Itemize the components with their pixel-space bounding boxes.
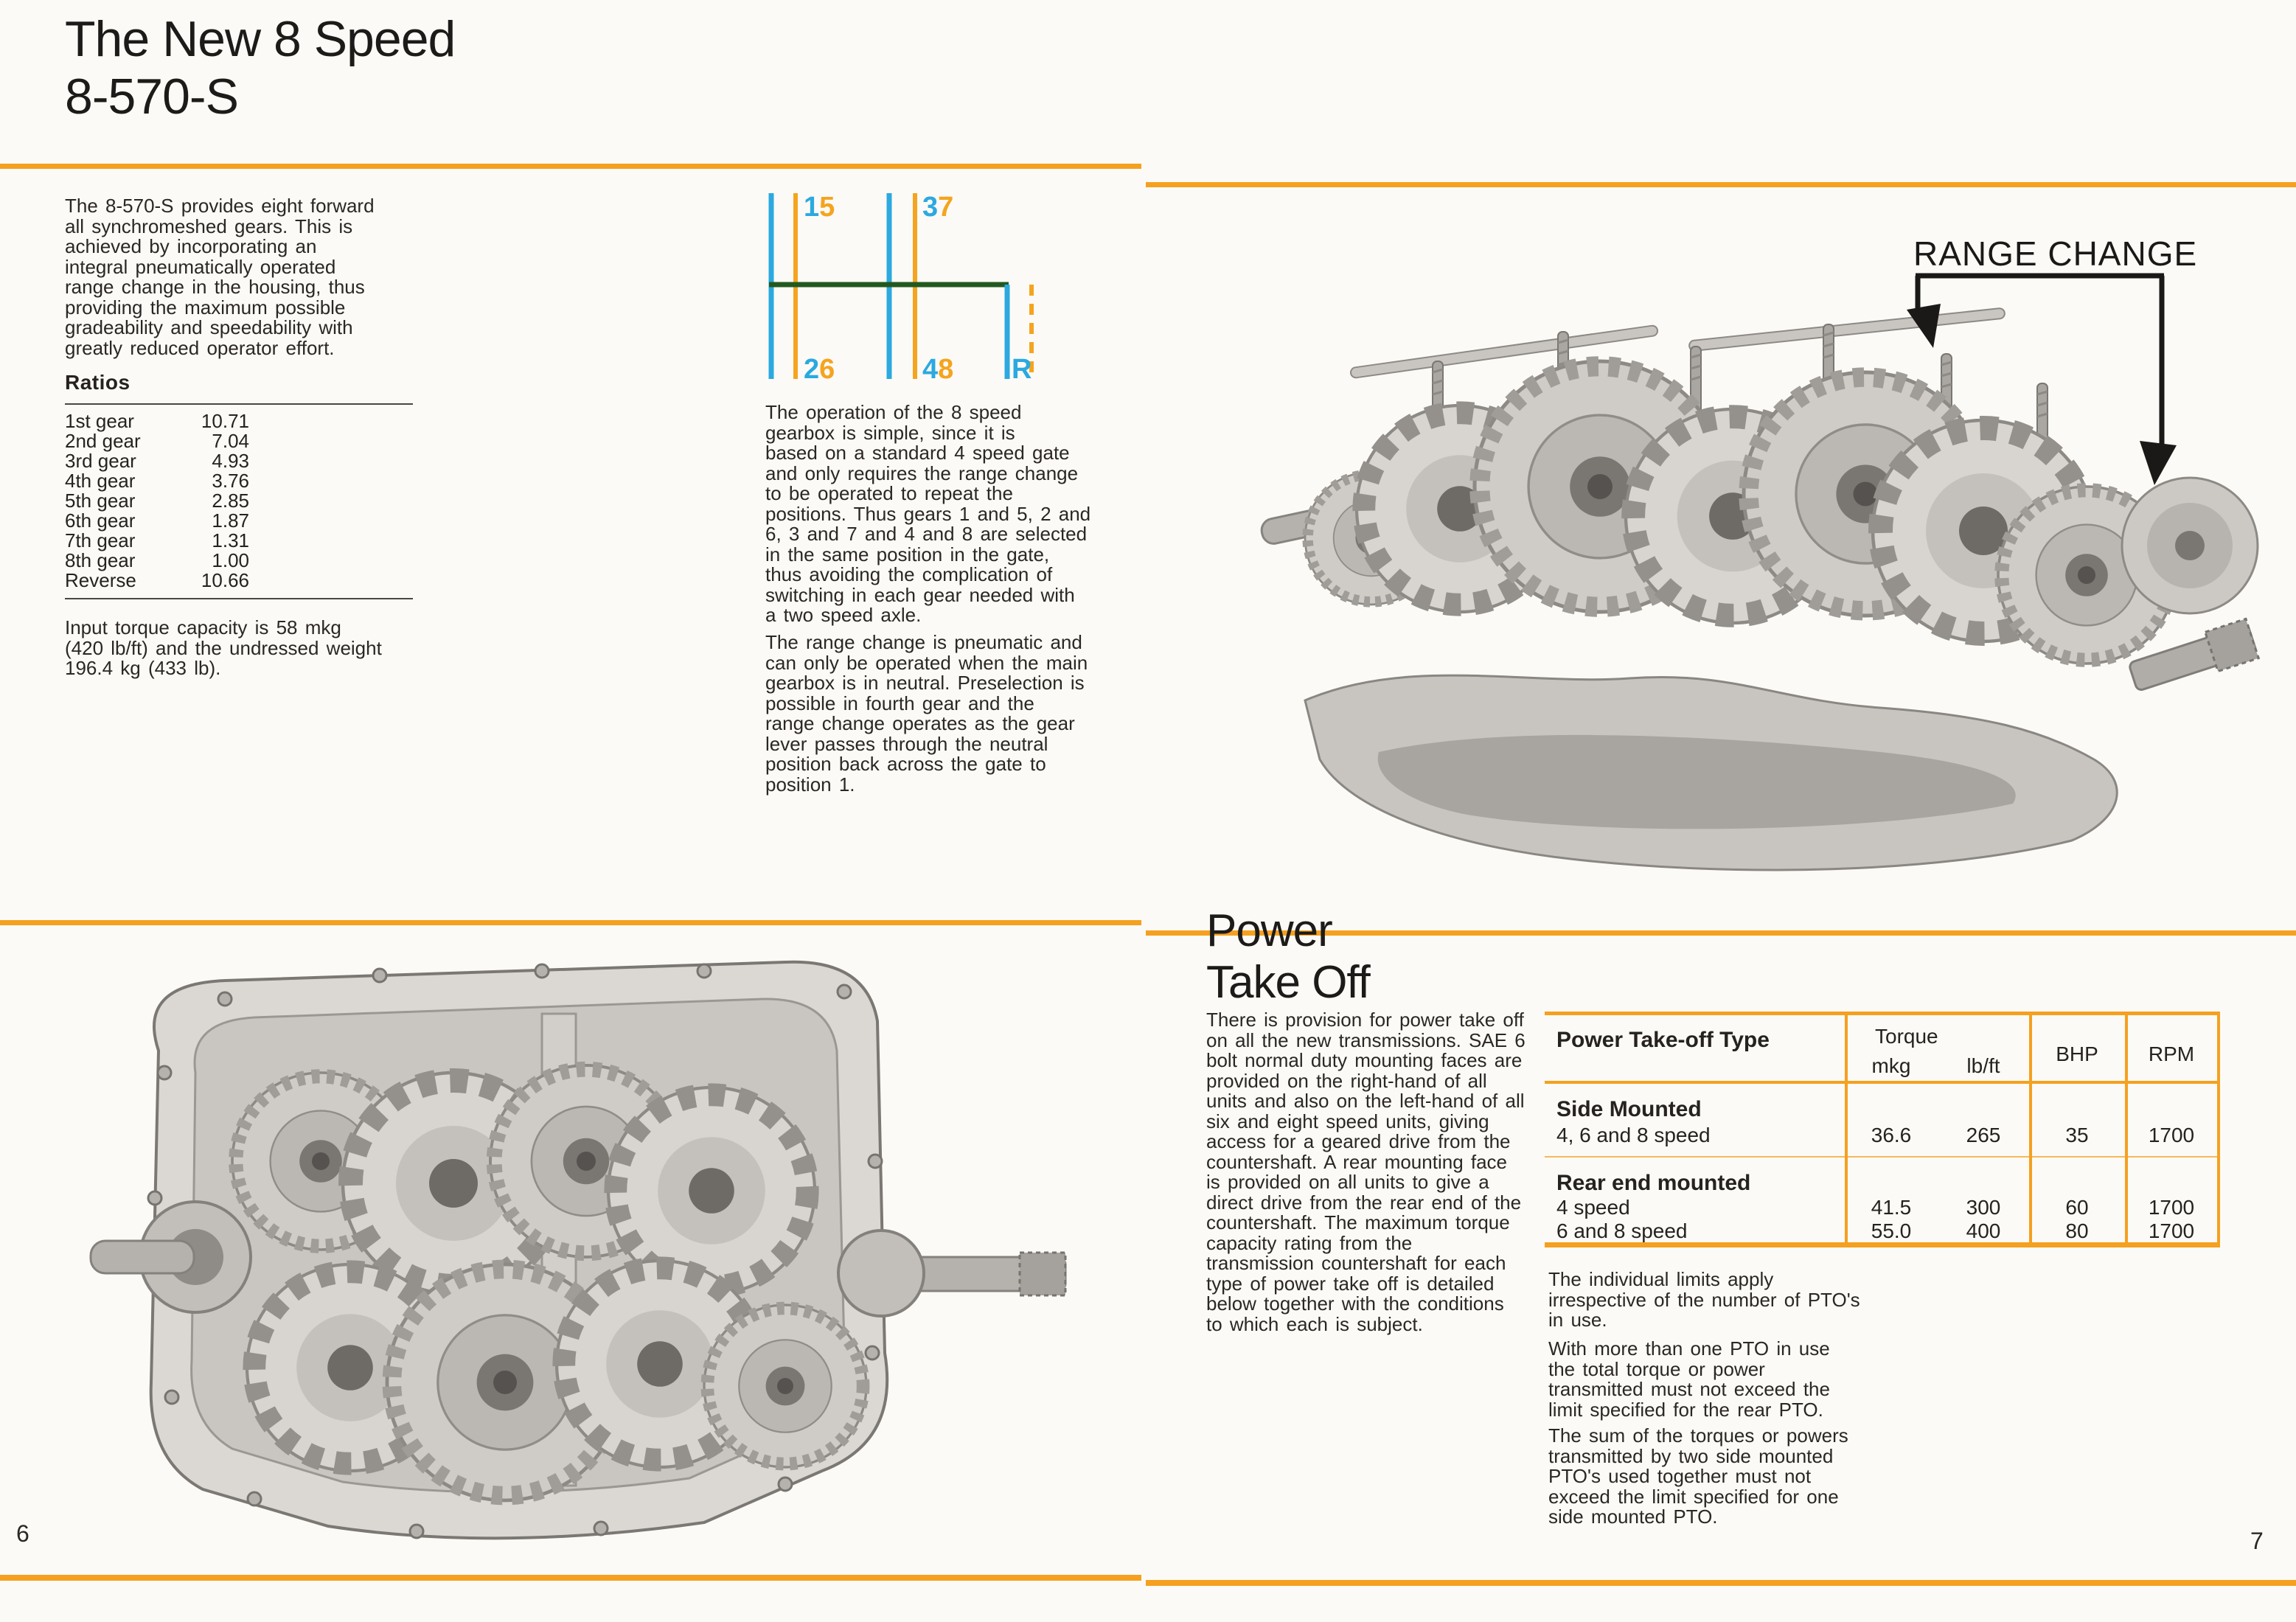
table-row2-lbft: 300 — [1966, 1196, 2001, 1219]
page-title: The New 8 Speed 8-570-S — [65, 11, 456, 125]
table-row2-label: 4 speed — [1556, 1196, 1630, 1219]
pto-note-1: The individual limits apply irrespective… — [1548, 1268, 1860, 1331]
gate-label-37: 37 — [922, 192, 953, 223]
table-row2-mkg: 41.5 — [1871, 1196, 1912, 1219]
table-row3-bhp: 80 — [2065, 1219, 2089, 1242]
range-change-paragraph: The range change is pneumatic and can on… — [765, 631, 1088, 796]
page-number-left: 6 — [16, 1520, 29, 1547]
table-vline-3 — [2125, 1012, 2128, 1247]
torque-note: Input torque capacity is 58 mkg (420 lb/… — [65, 616, 382, 679]
pto-heading: Power Take Off — [1206, 905, 1371, 1008]
operation-paragraph: The operation of the 8 speed gearbox is … — [765, 401, 1091, 626]
pto-table: Power Take-off Type Torque mkg lb/ft BHP… — [1545, 1012, 2220, 1247]
table-group1-name: Side Mounted — [1556, 1097, 1702, 1121]
table-row1-lbft: 265 — [1966, 1124, 2001, 1146]
orange-rule-bottom-left — [0, 1575, 1141, 1581]
table-vline-2 — [2029, 1012, 2032, 1247]
table-row3-mkg: 55.0 — [1871, 1219, 1912, 1242]
range-change-arrow-icon — [1907, 273, 2177, 485]
gearbox-photo: RANGE CHANGE — [1260, 234, 2261, 871]
table-torque-header: Torque — [1875, 1025, 1938, 1048]
gear-gate-diagram: 15 37 26 48 R — [768, 192, 1034, 385]
range-change-label: RANGE CHANGE — [1913, 234, 2197, 273]
table-row1-label: 4, 6 and 8 speed — [1556, 1124, 1711, 1146]
pto-intro-paragraph: There is provision for power take off on… — [1206, 1009, 1526, 1335]
orange-rule-mid-left — [0, 920, 1141, 925]
pto-note-3: The sum of the torques or powers transmi… — [1548, 1424, 1848, 1528]
table-mkg-header: mkg — [1871, 1054, 1911, 1077]
ratios-rule-top — [65, 403, 413, 405]
gearbox-section-photo — [89, 960, 1067, 1540]
ratios-rule-bottom — [65, 598, 413, 599]
gate-label-15: 15 — [804, 192, 835, 223]
table-col1-header: Power Take-off Type — [1556, 1028, 1770, 1052]
table-row3-lbft: 400 — [1966, 1219, 2001, 1242]
table-row-separator — [1545, 1156, 2220, 1158]
orange-rule-top-right — [1146, 182, 2296, 187]
orange-rule-mid-right — [1146, 930, 2296, 936]
table-header-separator — [1545, 1081, 2220, 1084]
table-row1-bhp: 35 — [2065, 1124, 2089, 1146]
table-group2-name: Rear end mounted — [1556, 1171, 1751, 1195]
table-row2-bhp: 60 — [2065, 1196, 2089, 1219]
table-border-top — [1545, 1012, 2220, 1015]
orange-rule-bottom-right — [1146, 1580, 2296, 1586]
orange-rule-top-left — [0, 164, 1141, 169]
table-row3-label: 6 and 8 speed — [1556, 1219, 1688, 1242]
page-number-right: 7 — [2250, 1528, 2264, 1554]
table-rpm-header: RPM — [2148, 1043, 2195, 1065]
gate-label-48: 48 — [922, 354, 953, 385]
pto-note-2: With more than one PTO in use the total … — [1548, 1337, 1830, 1421]
ratios-heading: Ratios — [65, 371, 131, 394]
table-row3-rpm: 1700 — [2148, 1219, 2195, 1242]
gate-label-reverse: R — [1012, 354, 1032, 385]
table-border-bottom — [1545, 1242, 2220, 1247]
table-row1-mkg: 36.6 — [1871, 1124, 1912, 1146]
gate-label-26: 26 — [804, 354, 835, 385]
table-lbft-header: lb/ft — [1966, 1054, 2000, 1077]
table-bhp-header: BHP — [2056, 1043, 2098, 1065]
table-vline-1 — [1845, 1012, 1848, 1247]
table-row2-rpm: 1700 — [2148, 1196, 2195, 1219]
intro-paragraph: The 8-570-S provides eight forward all s… — [65, 195, 375, 359]
table-vline-right — [2217, 1012, 2220, 1247]
table-row1-rpm: 1700 — [2148, 1124, 2195, 1146]
